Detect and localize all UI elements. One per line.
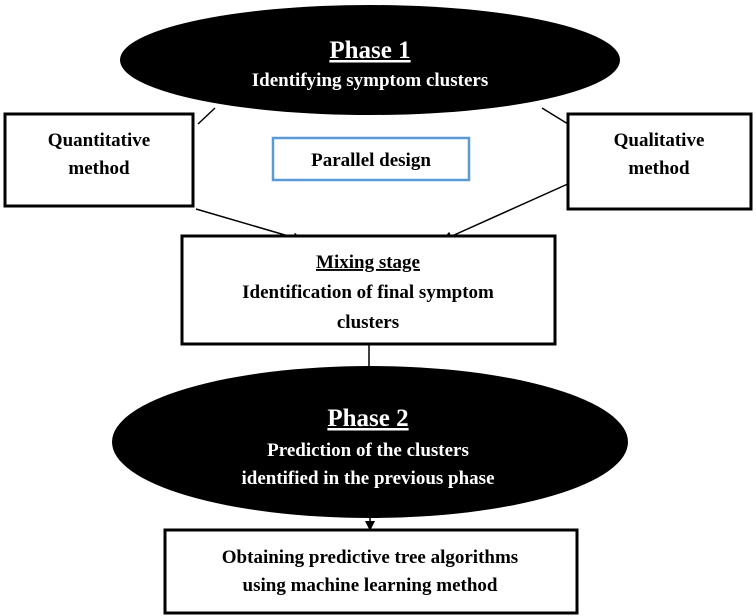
qualitative-label-line1: Qualitative <box>614 130 705 151</box>
qualitative-method-box: Qualitative method <box>566 112 753 211</box>
mixing-stage-line1: Identification of final symptom <box>242 282 494 303</box>
quantitative-method-box: Quantitative method <box>3 112 195 208</box>
phase1-ellipse: Phase 1 Identifying symptom clusters <box>120 5 620 115</box>
phase2-line1: Prediction of the clusters <box>267 440 469 461</box>
phase1-title: Phase 1 <box>329 37 410 64</box>
output-line2: using machine learning method <box>243 575 498 596</box>
phase2-ellipse: Phase 2 Prediction of the clusters ident… <box>112 366 628 518</box>
qualitative-label-line2: method <box>628 158 690 179</box>
parallel-design-box: Parallel design <box>271 136 471 182</box>
arrow-qualitative-to-mixing <box>442 182 571 241</box>
output-box: Obtaining predictive tree algorithms usi… <box>163 528 579 615</box>
connector-phase1-quantitative <box>197 107 216 125</box>
mixing-stage-line2: clusters <box>337 312 399 333</box>
mixing-stage-box: Mixing stage Identification of final sym… <box>180 234 557 346</box>
output-line1: Obtaining predictive tree algorithms <box>222 547 518 568</box>
quantitative-label-line1: Quantitative <box>48 130 150 151</box>
parallel-design-label: Parallel design <box>311 150 431 171</box>
phase1-subtitle: Identifying symptom clusters <box>252 70 488 91</box>
mixing-stage-title: Mixing stage <box>316 252 420 273</box>
connector-phase1-qualitative <box>541 107 569 125</box>
phase2-line2: identified in the previous phase <box>241 468 494 489</box>
quantitative-label-line2: method <box>68 158 130 179</box>
phase2-title: Phase 2 <box>327 405 408 432</box>
